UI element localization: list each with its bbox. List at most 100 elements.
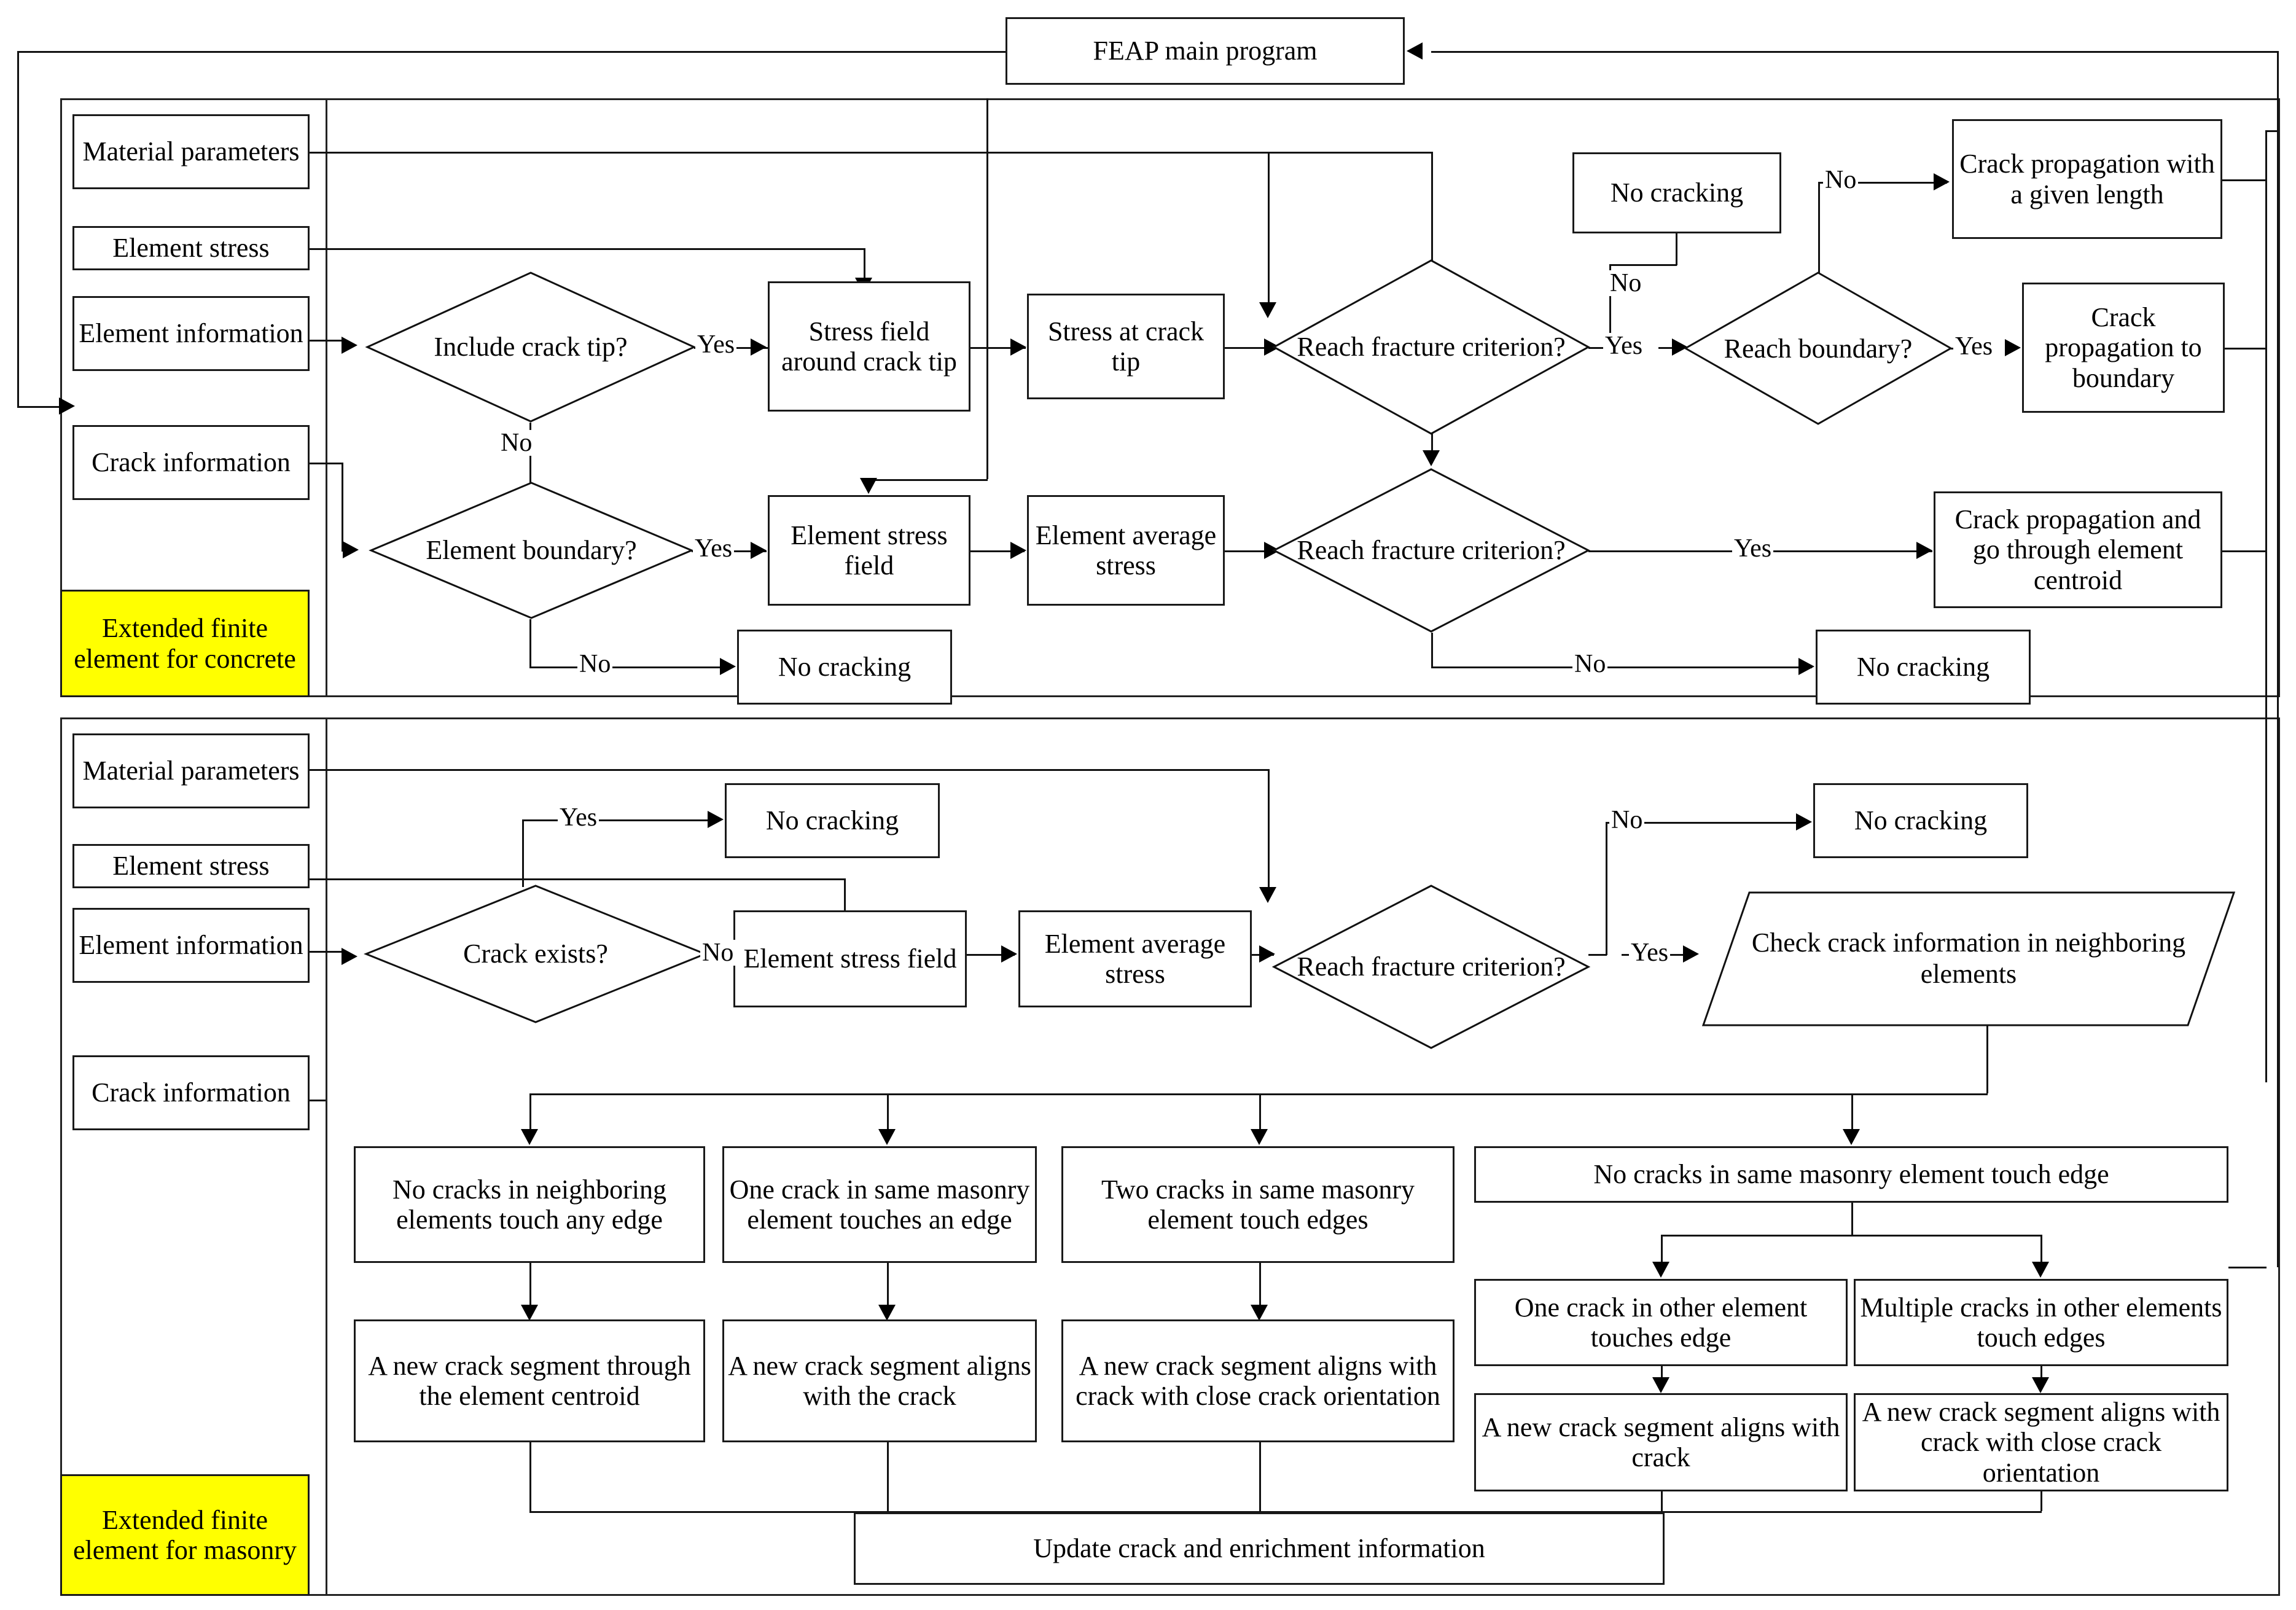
arrow-into-fracture-2-top — [1423, 450, 1440, 466]
crack-propagation-centroid-node[interactable]: Crack propagation and go through element… — [1934, 491, 2222, 608]
crack-propagation-to-boundary-node[interactable]: Crack propagation to boundary — [2022, 283, 2225, 413]
edge-esf-to-eas-c — [970, 550, 1025, 552]
line-elem-stress-out-c — [310, 248, 865, 250]
masonry-no-cracking-a-node[interactable]: No cracking — [725, 783, 940, 858]
edge-m-esf-to-eas — [967, 954, 1015, 956]
edge-label-m-yes-2: Yes — [1629, 940, 1671, 966]
line-mat-params-out-c — [310, 152, 1269, 154]
masonry-case4a-node[interactable]: One crack in other element touches edge — [1474, 1279, 1848, 1366]
masonry-flow-frame — [326, 717, 2280, 1596]
concrete-input-element-information[interactable]: Element information — [72, 296, 310, 371]
merge-v-1 — [529, 1442, 531, 1511]
concrete-input-crack-information[interactable]: Crack information — [72, 425, 310, 500]
edge-label-no-3: No — [499, 430, 534, 456]
edge-elemboundary-no-v — [529, 619, 531, 666]
no-cracking-1-node[interactable]: No cracking — [1572, 152, 1781, 233]
element-stress-field-node-concrete[interactable]: Element stress field — [768, 495, 970, 606]
reach-fracture-criterion-1-decision[interactable]: Reach fracture criterion? — [1271, 258, 1591, 436]
masonry-result2-node[interactable]: A new crack segment aligns with the crac… — [722, 1319, 1037, 1442]
conn-case2-res2 — [887, 1263, 889, 1307]
ret-to-boundary-h — [2225, 348, 2267, 350]
crack-exists-decision[interactable]: Crack exists? — [364, 883, 708, 1025]
reach-boundary-decision[interactable]: Reach boundary? — [1683, 270, 1953, 427]
merge-v-3 — [1259, 1442, 1261, 1511]
return-line-left-top — [17, 51, 1005, 53]
masonry-result1-node[interactable]: A new crack segment through the element … — [354, 1319, 705, 1442]
conn-case4b-res4b — [2040, 1366, 2042, 1380]
stress-at-crack-tip-node[interactable]: Stress at crack tip — [1027, 294, 1225, 399]
arrow-into-element-average-stress-c — [1010, 542, 1026, 559]
element-average-stress-node-concrete[interactable]: Element average stress — [1027, 495, 1225, 606]
include-crack-tip-decision[interactable]: Include crack tip? — [365, 270, 697, 424]
edge-boundary-no-h — [1818, 182, 1947, 184]
no-cracking-2-node[interactable]: No cracking — [1816, 630, 2031, 705]
masonry-input-element-information[interactable]: Element information — [72, 908, 310, 983]
arrow-into-case4b — [2032, 1262, 2049, 1278]
feap-main-program-node[interactable]: FEAP main program — [1005, 17, 1405, 85]
return-arrow-into-concrete — [59, 397, 75, 415]
line-crack-info-out-m — [310, 1100, 326, 1101]
arrow-into-stress-at-crack-tip — [1010, 338, 1026, 356]
masonry-element-average-stress-node[interactable]: Element average stress — [1018, 910, 1252, 1007]
ret-given-length-h — [2222, 179, 2267, 181]
concrete-flow-frame — [326, 98, 2280, 697]
update-crack-enrichment-node[interactable]: Update crack and enrichment information — [854, 1512, 1665, 1585]
masonry-case3-node[interactable]: Two cracks in same masonry element touch… — [1061, 1146, 1455, 1263]
loop-stressfield-h1 — [869, 479, 988, 481]
line-mat-params-down-c — [1268, 152, 1270, 305]
arrow-into-masonry-element-average-stress — [1001, 945, 1017, 963]
masonry-case4-node[interactable]: No cracks in same masonry element touch … — [1474, 1146, 2228, 1203]
concrete-input-material-parameters[interactable]: Material parameters — [72, 114, 310, 189]
return-line-left-bottom — [17, 406, 60, 408]
masonry-input-element-stress[interactable]: Element stress — [72, 844, 310, 888]
concrete-input-element-stress[interactable]: Element stress — [72, 226, 310, 270]
masonry-case4b-node[interactable]: Multiple cracks in other elements touch … — [1854, 1279, 2228, 1366]
arrow-into-masonry-fracture-left — [1259, 945, 1275, 963]
arrow-into-crack-exists — [342, 948, 357, 965]
edge-m-fracture-no-h — [1588, 954, 1607, 956]
case4-split-v — [1851, 1203, 1853, 1235]
merge-v-2 — [887, 1442, 889, 1511]
masonry-element-stress-field-node[interactable]: Element stress field — [733, 910, 967, 1007]
masonry-result3-node[interactable]: A new crack segment aligns with crack wi… — [1061, 1319, 1455, 1442]
edge-crackexists-yes-v — [522, 819, 524, 887]
reach-fracture-criterion-2-decision[interactable]: Reach fracture criterion? — [1271, 467, 1591, 634]
masonry-result4b-node[interactable]: A new crack segment aligns with crack wi… — [1854, 1393, 2228, 1491]
masonry-return-h — [2228, 1267, 2267, 1268]
arrow-into-crack-prop-given-length — [1934, 173, 1950, 190]
edge-stressfield-to-stressat — [970, 347, 1026, 349]
masonry-case2-node[interactable]: One crack in same masonry element touche… — [722, 1146, 1037, 1263]
stress-field-around-crack-tip-node[interactable]: Stress field around crack tip — [768, 281, 970, 412]
crack-propagation-given-length-node[interactable]: Crack propagation with a given length — [1952, 119, 2222, 239]
merge-v-4a — [1661, 1491, 1663, 1511]
diamond-shape-icon — [1271, 468, 1591, 633]
masonry-result4a-node[interactable]: A new crack segment aligns with crack — [1474, 1393, 1848, 1491]
edge-m-fracture-no-h2 — [1606, 822, 1808, 824]
arrow-into-case3 — [1251, 1129, 1268, 1145]
check-crack-info-parallelogram[interactable]: Check crack information in neighboring e… — [1701, 891, 2236, 1027]
diamond-shape-icon — [364, 885, 708, 1023]
concrete-section-banner: Extended finite element for concrete — [60, 590, 310, 697]
bus-main-h — [529, 1093, 1988, 1095]
masonry-no-cracking-b-node[interactable]: No cracking — [1813, 783, 2028, 858]
conn-case3-res3 — [1259, 1263, 1261, 1307]
no-cracking-3-node[interactable]: No cracking — [737, 630, 952, 705]
masonry-input-material-parameters[interactable]: Material parameters — [72, 733, 310, 808]
feap-inbound-arrow — [1407, 42, 1423, 60]
element-boundary-decision[interactable]: Element boundary? — [369, 480, 694, 620]
ret-concrete-up-v — [2265, 130, 2267, 181]
edge-fracture2-no-v — [1431, 633, 1433, 666]
arrow-into-res2 — [878, 1305, 896, 1321]
masonry-input-crack-information[interactable]: Crack information — [72, 1055, 310, 1130]
edge-label-yes-3: Yes — [1953, 334, 1995, 359]
arrow-into-crack-prop-boundary — [2005, 339, 2021, 356]
diamond-shape-icon — [1271, 885, 1591, 1049]
return-line-right-top — [1431, 51, 2279, 53]
arrow-into-no-cracking-3 — [720, 658, 736, 675]
bus-drop-2 — [887, 1093, 889, 1131]
line-fracture2-top-join — [1268, 152, 1432, 154]
edge-label-yes-2: Yes — [1603, 333, 1645, 359]
case4-split-left-v — [1661, 1235, 1663, 1264]
masonry-case1-node[interactable]: No cracks in neighboring elements touch … — [354, 1146, 705, 1263]
masonry-reach-fracture-criterion-decision[interactable]: Reach fracture criterion? — [1271, 883, 1591, 1050]
